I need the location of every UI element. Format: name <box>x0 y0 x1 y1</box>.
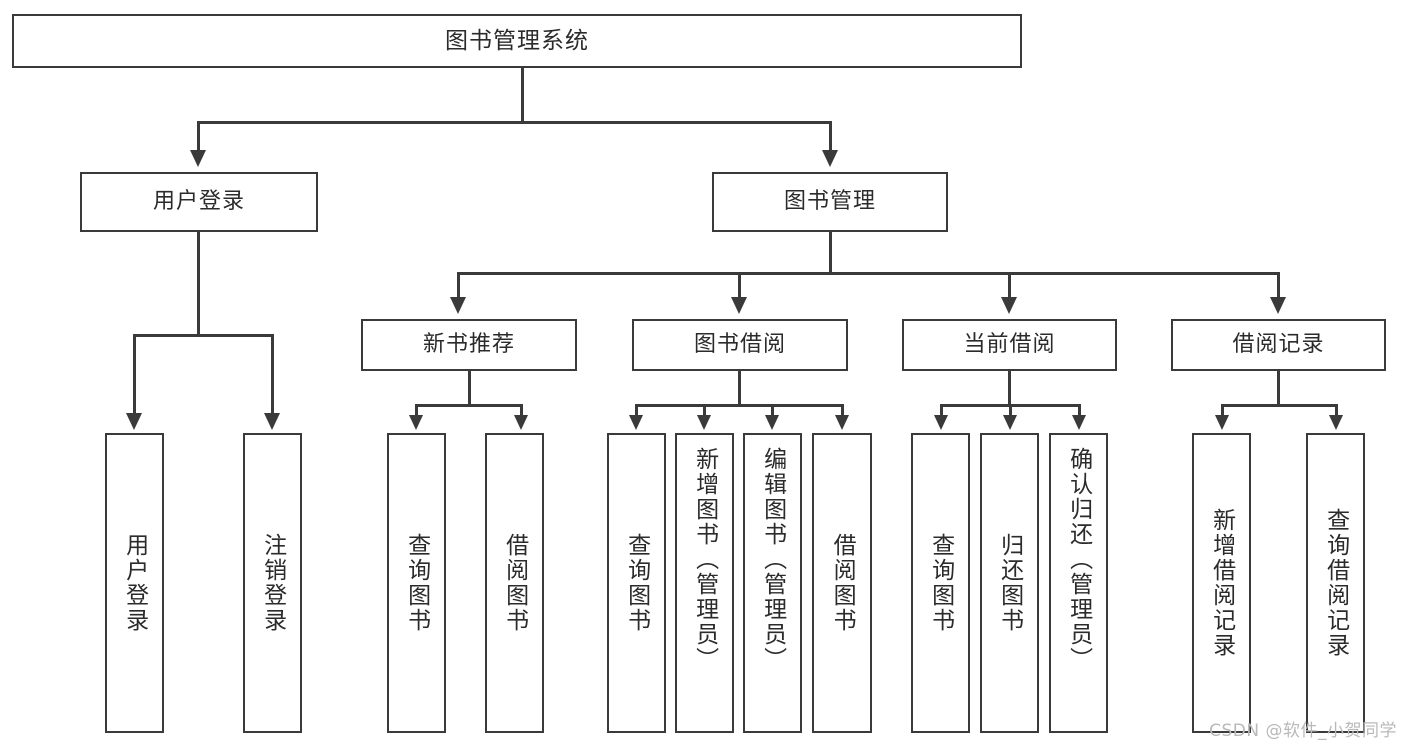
node-label: 借阅图书 <box>829 533 856 633</box>
connector-user-login-stem <box>197 232 200 336</box>
watermark-text: CSDN @软件_小贺同学 <box>1209 721 1397 741</box>
node-label: 图书管理系统 <box>445 27 589 54</box>
node-root-system[interactable]: 图书管理系统 <box>12 14 1022 68</box>
node-label: 编辑图书（管理员） <box>759 447 786 672</box>
arrowhead-leaf-logout <box>264 413 280 430</box>
connector-bb-drop-3 <box>771 404 774 416</box>
connector-nbr-drop-1 <box>415 404 418 416</box>
leaf-bb-add-book-admin[interactable]: 新增图书（管理员） <box>675 433 734 733</box>
arrowhead-book-borrow <box>731 297 747 314</box>
connector-br-stem <box>1277 371 1280 405</box>
leaf-bb-edit-book-admin[interactable]: 编辑图书（管理员） <box>743 433 802 733</box>
node-label: 归还图书 <box>996 533 1023 633</box>
connector-bb-stem <box>738 371 741 405</box>
connector-book-mgmt-stem <box>829 232 832 274</box>
node-label: 查询图书 <box>403 533 430 633</box>
connector-user-login-drop-2 <box>271 334 274 414</box>
connector-book-mgmt-drop-1 <box>457 272 460 298</box>
arrowhead-leaf-user-login <box>126 413 142 430</box>
leaf-bb-query-book[interactable]: 查询图书 <box>607 433 666 733</box>
node-label: 查询图书 <box>927 533 954 633</box>
node-label: 借阅记录 <box>1232 332 1325 358</box>
node-user-login[interactable]: 用户登录 <box>80 172 318 232</box>
leaf-br-query-record[interactable]: 查询借阅记录 <box>1306 433 1365 733</box>
node-label: 新增借阅记录 <box>1208 508 1235 658</box>
node-label: 新增图书（管理员） <box>691 447 718 672</box>
leaf-nbr-query-book[interactable]: 查询图书 <box>387 433 446 733</box>
node-label: 当前借阅 <box>963 332 1056 358</box>
connector-cb-drop-3 <box>1078 404 1081 416</box>
node-book-management[interactable]: 图书管理 <box>712 172 948 232</box>
connector-br-bar <box>1222 404 1337 407</box>
leaf-cb-return-book[interactable]: 归还图书 <box>980 433 1039 733</box>
leaf-nbr-borrow-book[interactable]: 借阅图书 <box>485 433 544 733</box>
connector-book-mgmt-drop-4 <box>1277 272 1280 298</box>
arrowhead-book-mgmt <box>822 150 838 167</box>
arrowhead-borrow-record <box>1270 297 1286 314</box>
connector-nbr-bar <box>416 404 522 407</box>
connector-br-drop-2 <box>1335 404 1338 416</box>
connector-cb-stem <box>1008 371 1011 405</box>
arrowhead-cb-leaf-2 <box>1003 415 1017 430</box>
connector-nbr-drop-2 <box>520 404 523 416</box>
connector-bb-bar <box>636 404 843 407</box>
connector-bb-drop-2 <box>703 404 706 416</box>
node-label: 用户登录 <box>121 533 148 633</box>
connector-book-mgmt-drop-2 <box>738 272 741 298</box>
leaf-br-add-record[interactable]: 新增借阅记录 <box>1192 433 1251 733</box>
connector-br-drop-1 <box>1221 404 1224 416</box>
connector-bb-drop-1 <box>635 404 638 416</box>
arrowhead-current-borrow <box>1001 297 1017 314</box>
connector-nbr-stem <box>468 371 471 405</box>
node-label: 借阅图书 <box>501 533 528 633</box>
arrowhead-nbr-leaf-2 <box>514 415 528 430</box>
arrowhead-br-leaf-1 <box>1215 415 1229 430</box>
connector-root-to-user-login <box>197 121 200 151</box>
connector-user-login-bar <box>134 334 272 337</box>
arrowhead-cb-leaf-1 <box>934 415 948 430</box>
arrowhead-bb-leaf-4 <box>835 415 849 430</box>
connector-user-login-drop-1 <box>133 334 136 414</box>
arrowhead-br-leaf-2 <box>1329 415 1343 430</box>
arrowhead-bb-leaf-1 <box>629 415 643 430</box>
node-label: 注销登录 <box>259 533 286 633</box>
connector-root-to-book-mgmt <box>829 121 832 151</box>
node-label: 图书管理 <box>783 189 876 215</box>
connector-book-mgmt-drop-3 <box>1008 272 1011 298</box>
arrowhead-user-login <box>190 150 206 167</box>
node-label: 查询图书 <box>623 533 650 633</box>
node-borrow-record[interactable]: 借阅记录 <box>1171 319 1386 371</box>
arrowhead-new-book-recommend <box>450 297 466 314</box>
arrowhead-nbr-leaf-1 <box>409 415 423 430</box>
node-label: 图书借阅 <box>693 332 786 358</box>
node-label: 新书推荐 <box>422 332 515 358</box>
node-current-borrow[interactable]: 当前借阅 <box>902 319 1117 371</box>
arrowhead-bb-leaf-3 <box>765 415 779 430</box>
connector-book-mgmt-bar <box>458 272 1279 275</box>
leaf-cb-query-book[interactable]: 查询图书 <box>911 433 970 733</box>
connector-root-stem <box>521 68 524 122</box>
leaf-user-login[interactable]: 用户登录 <box>105 433 164 733</box>
leaf-bb-borrow-book[interactable]: 借阅图书 <box>812 433 872 733</box>
connector-root-bar <box>198 121 832 124</box>
connector-cb-drop-2 <box>1009 404 1012 416</box>
arrowhead-bb-leaf-2 <box>697 415 711 430</box>
node-label: 确认归还（管理员） <box>1065 447 1092 672</box>
node-new-book-recommend[interactable]: 新书推荐 <box>361 319 577 371</box>
connector-bb-drop-4 <box>841 404 844 416</box>
arrowhead-cb-leaf-3 <box>1072 415 1086 430</box>
node-label: 查询借阅记录 <box>1322 508 1349 658</box>
leaf-cb-confirm-return-admin[interactable]: 确认归还（管理员） <box>1049 433 1108 733</box>
connector-cb-drop-1 <box>940 404 943 416</box>
leaf-logout[interactable]: 注销登录 <box>243 433 302 733</box>
node-book-borrow[interactable]: 图书借阅 <box>632 319 848 371</box>
node-label: 用户登录 <box>152 189 245 215</box>
